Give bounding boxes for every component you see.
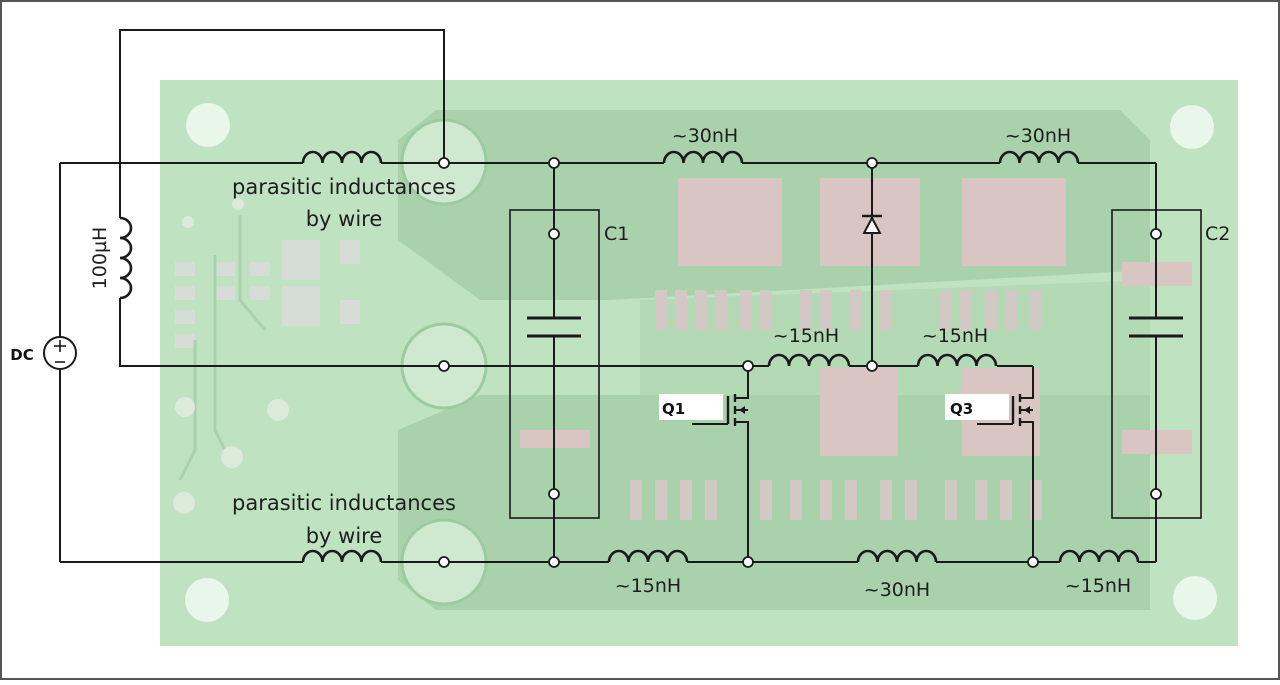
wire-loop-bottom (119, 298, 769, 367)
transistor-q1-symbol (659, 390, 749, 428)
node (438, 157, 450, 169)
node (548, 157, 560, 169)
inductor-bottom-mid (856, 549, 938, 563)
transistor-q3-symbol (945, 390, 1034, 428)
inductor-mid-left-label: ~15nH (773, 325, 839, 347)
node (438, 556, 450, 568)
parasitic-top-label-line1: parasitic inductances (232, 175, 456, 199)
parasitic-bottom-label-line2: by wire (306, 524, 383, 548)
inductor-bottom-left (607, 549, 689, 563)
diagram-labels: parasitic inductances by wire parasitic … (10, 125, 1230, 601)
pcb-board-photo (160, 80, 1238, 646)
pcb-small-pads (630, 290, 1042, 520)
node (1027, 556, 1039, 568)
node (1150, 488, 1162, 500)
node (548, 488, 560, 500)
inductor-100uH-label: 100µH (89, 227, 111, 290)
node (742, 556, 754, 568)
inductor-100uH-coil (119, 216, 133, 300)
node (438, 360, 450, 372)
parasitic-top-label-line2: by wire (306, 207, 383, 231)
inductor-mid-left (767, 353, 851, 367)
mounting-hole (186, 103, 230, 147)
q3-label-box (945, 394, 1009, 420)
node (866, 360, 878, 372)
capacitor-c2-label: C2 (1205, 223, 1230, 245)
transistor-q3-label: Q3 (950, 400, 973, 418)
capacitor-c1-label: C1 (604, 223, 629, 245)
inductor-top-left-label: ~30nH (672, 125, 738, 147)
dc-source-label: DC (10, 346, 33, 364)
node (742, 360, 754, 372)
inductor-bottom-mid-label: ~30nH (864, 579, 930, 601)
wire-loop-top (119, 29, 445, 218)
node (548, 556, 560, 568)
inductor-bottom-left-label: ~15nH (615, 575, 681, 597)
node (866, 157, 878, 169)
circuit-nodes (438, 157, 1162, 568)
dc-source-symbol (43, 336, 77, 370)
mounting-hole (185, 578, 229, 622)
pcb-pad (678, 178, 782, 266)
transistor-q1-label: Q1 (662, 400, 685, 418)
mounting-hole (1173, 576, 1217, 620)
pcb-driver-area (175, 240, 360, 348)
diode-symbol (862, 214, 882, 234)
pcb-vias (173, 198, 289, 514)
inductor-mid-right-label: ~15nH (922, 325, 988, 347)
inductor-bottom-right (1058, 549, 1140, 563)
inductor-top-right-label: ~30nH (1005, 125, 1071, 147)
capacitor-c2-outline (1111, 209, 1202, 519)
inductor-parasitic-bottom (301, 549, 383, 563)
parasitic-bottom-label-line1: parasitic inductances (232, 491, 456, 515)
mounting-hole (1170, 105, 1214, 149)
inductor-top-right (998, 150, 1080, 164)
capacitor-c1 (509, 209, 600, 519)
pcb-pad (962, 178, 1066, 266)
capacitor-c2 (1111, 209, 1202, 519)
inductor-bottom-right-label: ~15nH (1065, 575, 1131, 597)
inductor-top-left (662, 150, 744, 164)
q1-label-box (659, 394, 723, 420)
node (548, 228, 560, 240)
capacitor-c1-outline (509, 209, 600, 519)
circuit-wiring (59, 29, 1157, 563)
inductor-parasitic-top (301, 150, 383, 164)
inductor-mid-right (916, 353, 998, 367)
node (1150, 228, 1162, 240)
pcb-pad (820, 368, 898, 456)
